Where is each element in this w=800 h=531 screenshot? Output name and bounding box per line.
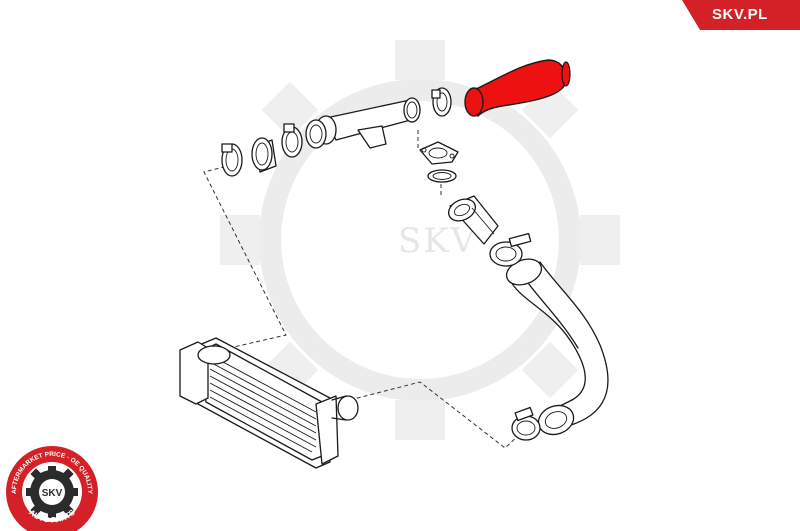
highlighted-charge-hose[interactable] (464, 59, 571, 117)
brand-tab-shape (682, 0, 800, 30)
watermark-text: SKV (398, 221, 477, 261)
leader-lines (203, 130, 521, 449)
flange-gasket[interactable] (419, 141, 459, 165)
hose-clamp-middle[interactable] (489, 232, 532, 267)
brand-corner-label: SKV.PL (712, 6, 768, 23)
badge-svg: SKV AFTERMARKET PRICE · OE QUALITY AUTO … (6, 446, 98, 531)
lower-charge-hose[interactable] (503, 255, 609, 440)
intercooler[interactable] (179, 337, 359, 469)
hose-clamp-lower[interactable] (511, 406, 541, 441)
throttle-elbow[interactable] (445, 195, 499, 245)
clamp-ring-right[interactable] (431, 87, 452, 117)
brand-corner-tab[interactable]: SKV.PL (682, 0, 800, 30)
badge-center-text: SKV (42, 488, 63, 499)
sleeve-clamps[interactable] (221, 119, 327, 177)
skv-auto-parts-badge: SKV AFTERMARKET PRICE · OE QUALITY AUTO … (0, 430, 100, 531)
gasket[interactable] (427, 169, 457, 183)
